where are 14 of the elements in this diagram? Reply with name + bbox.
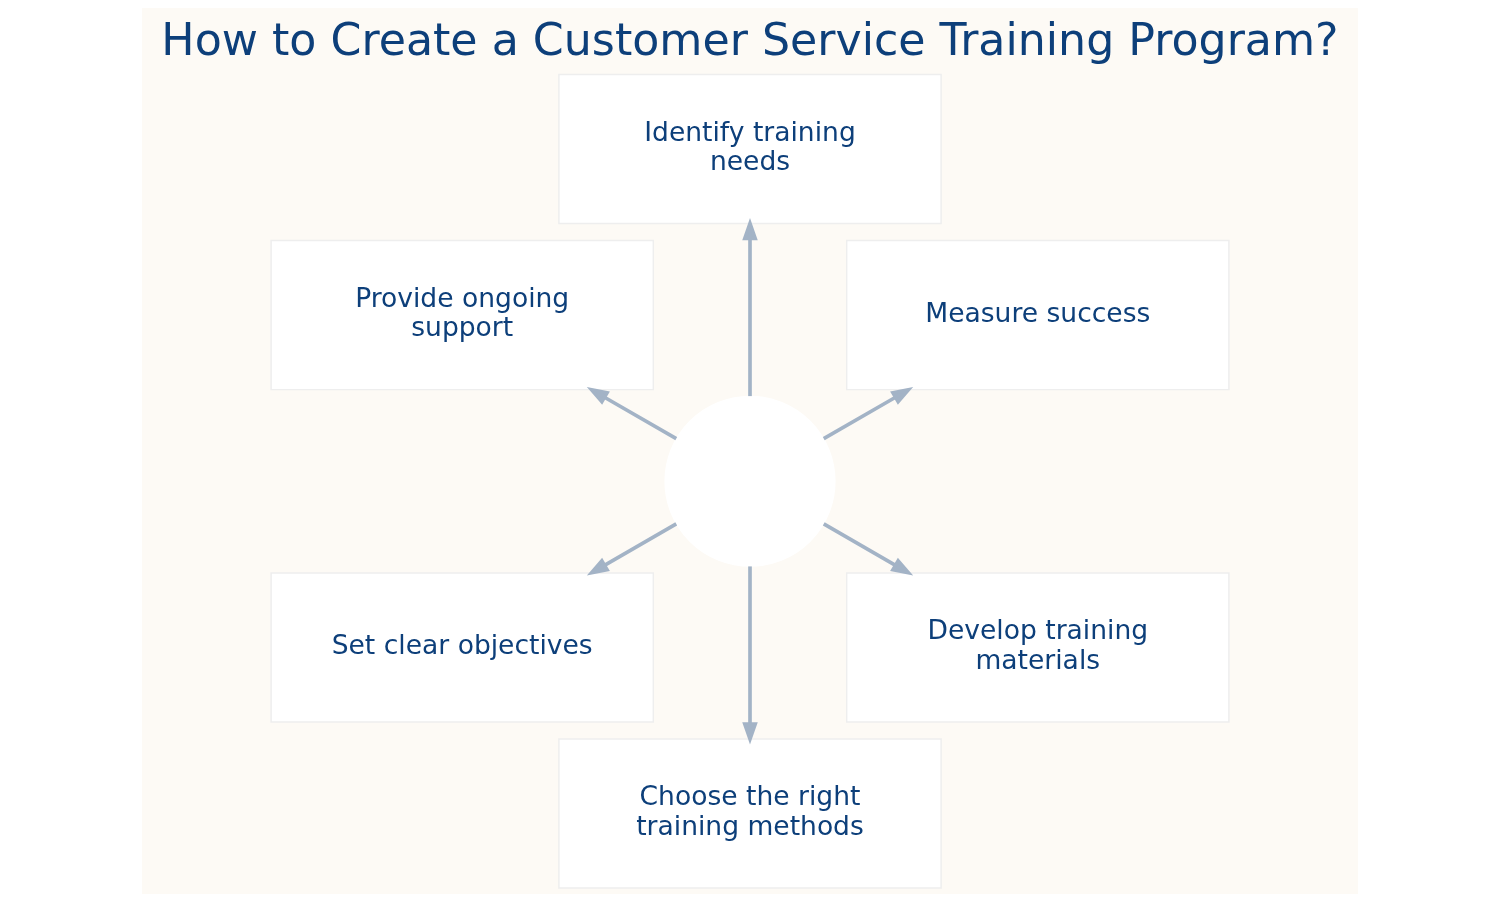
arrow [742,218,758,397]
arrow [822,522,914,576]
node-box: Choose the right training methods [558,738,942,889]
arrow [822,387,914,441]
arrow [586,522,678,576]
node-box: Measure success [845,239,1230,391]
node-box: Provide ongoing support [270,239,655,391]
arrow [742,566,758,745]
node-box: Set clear objectives [270,572,655,723]
arrow [586,387,678,441]
node-circle [664,395,836,567]
node-box: Identify training needs [558,73,942,225]
diagram-title: How to Create a Customer Service Training Program? [161,14,1339,66]
node-box: Develop training materials [845,572,1230,723]
